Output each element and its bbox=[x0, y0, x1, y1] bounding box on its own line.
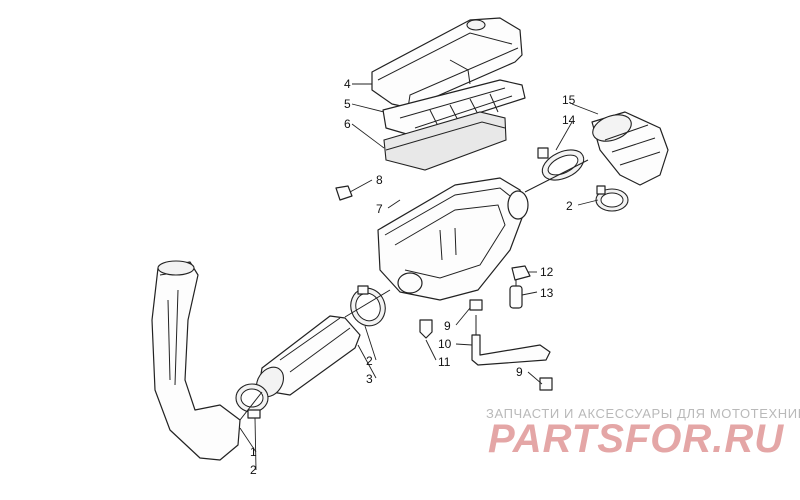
part-2-clamp-middle bbox=[350, 285, 386, 327]
part-11-drain-valve bbox=[419, 319, 433, 339]
callout-labels: 4 5 6 8 7 15 14 2 12 13 9 10 11 2 3 9 1 … bbox=[250, 77, 576, 477]
callout-14: 14 bbox=[562, 113, 576, 127]
callout-11: 11 bbox=[438, 355, 451, 369]
part-7-airbox-housing bbox=[377, 177, 529, 301]
callout-2-middle: 2 bbox=[366, 354, 373, 368]
part-14-clamp bbox=[537, 147, 585, 181]
part-5-filter-frame bbox=[382, 79, 526, 136]
part-9-clamp-upper bbox=[469, 299, 483, 311]
part-8-clip bbox=[335, 185, 353, 201]
callout-9-upper: 9 bbox=[444, 319, 451, 333]
callout-4: 4 bbox=[344, 77, 351, 91]
callout-7: 7 bbox=[376, 202, 383, 216]
callout-2-lower: 2 bbox=[250, 463, 257, 477]
callout-6: 6 bbox=[344, 117, 351, 131]
part-12-clip bbox=[511, 265, 531, 281]
callout-10: 10 bbox=[438, 337, 452, 351]
watermark: ЗАПЧАСТИ И АКСЕССУАРЫ ДЛЯ МОТОТЕХНИКИ PA… bbox=[486, 406, 800, 461]
watermark-subtitle: ЗАПЧАСТИ И АКСЕССУАРЫ ДЛЯ МОТОТЕХНИКИ bbox=[486, 406, 800, 421]
callout-13: 13 bbox=[540, 286, 554, 300]
watermark-logo: PARTSFOR.RU bbox=[488, 417, 784, 461]
callout-5: 5 bbox=[344, 97, 351, 111]
part-15-intake-boot bbox=[591, 111, 669, 186]
part-2-clamp-lower bbox=[235, 383, 269, 419]
part-9-clamp-lower bbox=[539, 377, 553, 391]
part-13-sleeve bbox=[509, 285, 523, 309]
part-6-filter-element bbox=[383, 111, 507, 171]
part-1-intake-tube bbox=[151, 260, 241, 461]
callout-9-lower: 9 bbox=[516, 365, 523, 379]
part-2-clamp-right bbox=[595, 185, 629, 212]
part-3-intake-duct bbox=[256, 315, 361, 398]
leader-lines bbox=[239, 83, 599, 471]
part-4-airbox-cover bbox=[371, 17, 523, 109]
callout-3: 3 bbox=[366, 372, 373, 386]
callout-2-right: 2 bbox=[566, 199, 573, 213]
callout-15: 15 bbox=[562, 93, 576, 107]
callout-1: 1 bbox=[250, 445, 257, 459]
callout-8: 8 bbox=[376, 173, 383, 187]
part-10-drain-hose bbox=[471, 334, 551, 366]
callout-12: 12 bbox=[540, 265, 554, 279]
alignment-lines bbox=[239, 159, 589, 421]
